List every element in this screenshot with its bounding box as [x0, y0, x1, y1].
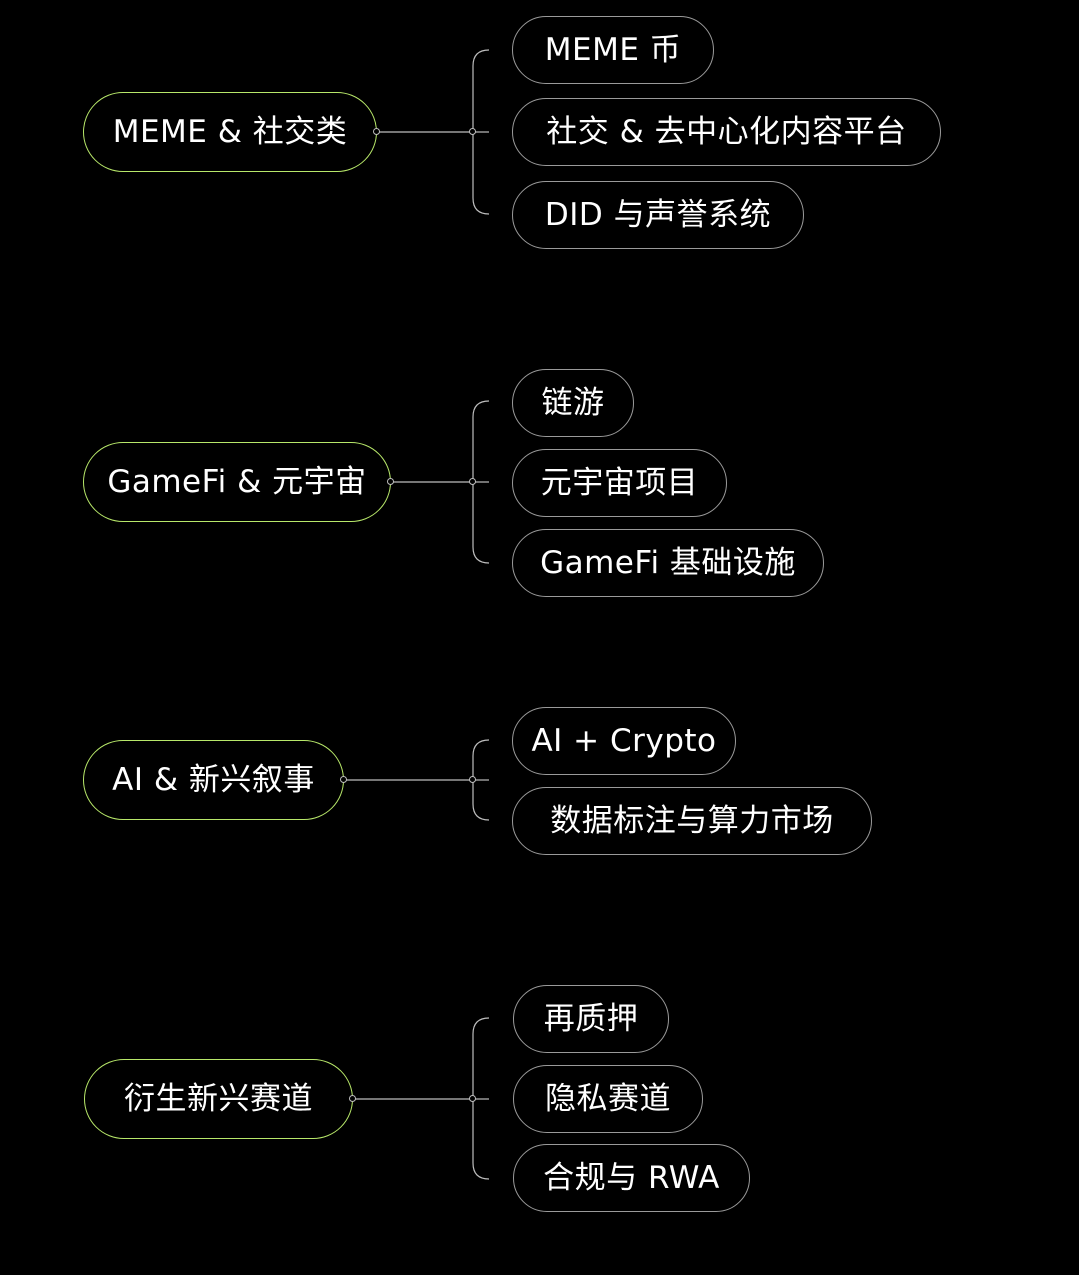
- category-label: AI & 新兴叙事: [112, 761, 315, 798]
- item-data-compute-market: 数据标注与算力市场: [512, 787, 872, 855]
- item-label: 隐私赛道: [545, 1080, 671, 1117]
- item-meme-coin: MEME 币: [512, 16, 714, 84]
- category-label: GameFi & 元宇宙: [107, 463, 367, 500]
- item-label: 数据标注与算力市场: [550, 802, 834, 839]
- connector-dot: [469, 776, 476, 783]
- connector-dot: [469, 128, 476, 135]
- category-meme-social: MEME & 社交类: [83, 92, 377, 172]
- item-social-content-platform: 社交 & 去中心化内容平台: [512, 98, 941, 166]
- item-chain-games: 链游: [512, 369, 634, 437]
- connector-dot: [469, 478, 476, 485]
- item-gamefi-infrastructure: GameFi 基础设施: [512, 529, 824, 597]
- item-ai-crypto: AI + Crypto: [512, 707, 736, 775]
- item-label: AI + Crypto: [531, 722, 717, 759]
- item-label: 再质押: [543, 1000, 639, 1037]
- item-privacy-track: 隐私赛道: [513, 1065, 703, 1133]
- item-restaking: 再质押: [513, 985, 669, 1053]
- category-derivative-tracks: 衍生新兴赛道: [84, 1059, 353, 1139]
- item-metaverse-projects: 元宇宙项目: [512, 449, 727, 517]
- item-label: 元宇宙项目: [540, 464, 699, 501]
- item-label: 链游: [541, 384, 605, 421]
- connector-dot: [469, 1095, 476, 1102]
- connector-dot: [349, 1095, 356, 1102]
- item-label: DID 与声誉系统: [544, 196, 772, 233]
- category-gamefi-metaverse: GameFi & 元宇宙: [83, 442, 391, 522]
- item-compliance-rwa: 合规与 RWA: [513, 1144, 750, 1212]
- category-ai-emerging: AI & 新兴叙事: [83, 740, 344, 820]
- category-label: MEME & 社交类: [112, 113, 348, 150]
- item-label: 合规与 RWA: [543, 1159, 720, 1196]
- connector-dot: [340, 776, 347, 783]
- connector-dot: [373, 128, 380, 135]
- connector-dot: [387, 478, 394, 485]
- item-did-reputation: DID 与声誉系统: [512, 181, 804, 249]
- item-label: MEME 币: [544, 31, 682, 68]
- item-label: 社交 & 去中心化内容平台: [546, 113, 907, 150]
- item-label: GameFi 基础设施: [540, 544, 796, 581]
- category-label: 衍生新兴赛道: [124, 1080, 313, 1117]
